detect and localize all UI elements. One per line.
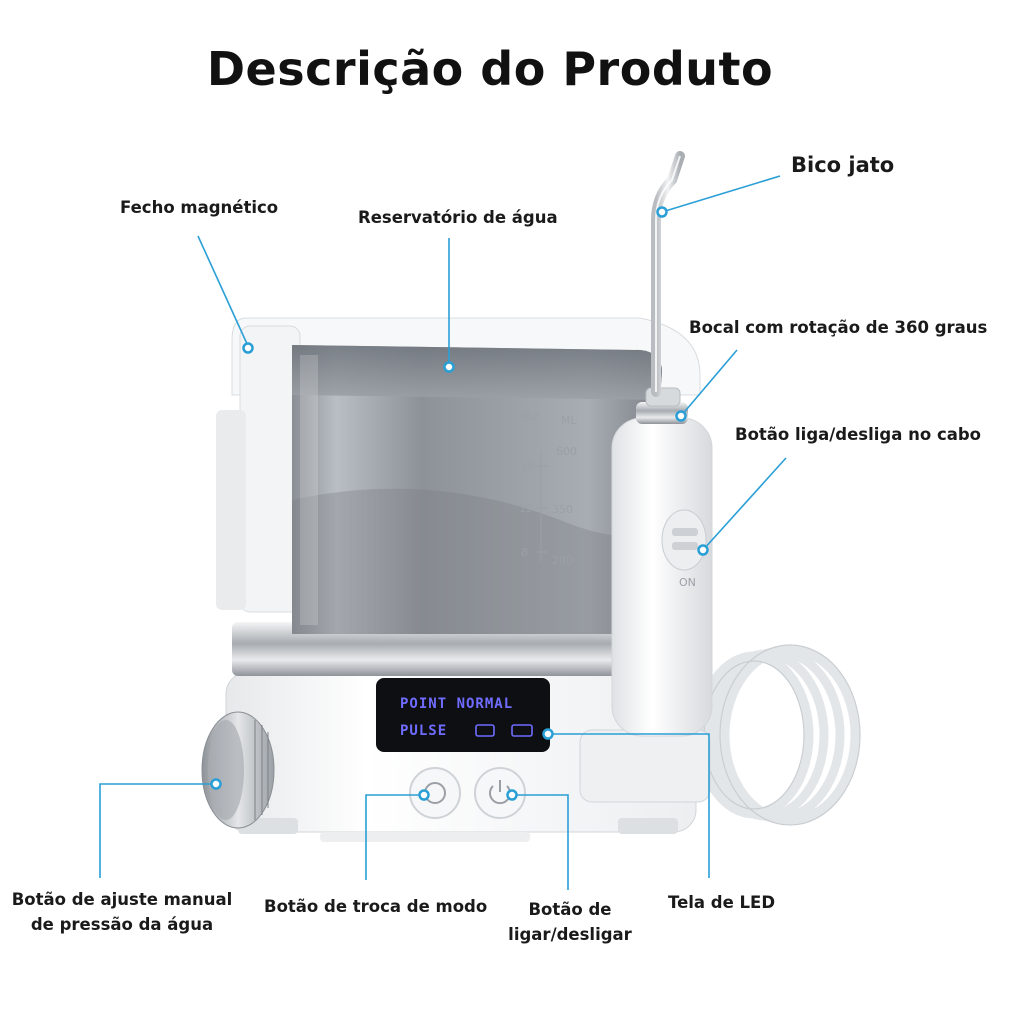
svg-text:ON: ON <box>679 576 696 589</box>
svg-text:600: 600 <box>556 445 577 458</box>
svg-text:PULSE: PULSE <box>400 723 447 739</box>
label-handle-power-button: Botão liga/desliga no cabo <box>735 425 982 444</box>
label-pressure-knob: Botão de ajuste manual de pressão da águ… <box>8 887 236 937</box>
label-power-button: Botão de ligar/desligar <box>500 897 640 947</box>
chrome-band <box>232 622 622 676</box>
svg-text:12: 12 <box>519 502 533 515</box>
label-power-button-line2: ligar/desligar <box>508 925 632 944</box>
svg-text:8: 8 <box>521 546 528 559</box>
handle: ON <box>611 387 713 737</box>
label-mode-button: Botão de troca de modo <box>264 897 488 916</box>
led-screen: POINT NORMAL PULSE <box>376 678 550 752</box>
label-pressure-knob-line2: de pressão da água <box>30 915 214 934</box>
label-magnetic-clasp: Fecho magnético <box>120 198 279 217</box>
label-led-screen: Tela de LED <box>668 893 776 912</box>
hose-coil <box>694 645 860 825</box>
callout-lines <box>99 175 787 890</box>
callout-dots <box>210 206 709 801</box>
svg-text:200: 200 <box>552 554 573 567</box>
label-pressure-knob-line1: Botão de ajuste manual <box>11 890 233 909</box>
handle-dock <box>579 729 711 803</box>
jet-tip <box>651 151 685 397</box>
water-reservoir <box>292 345 662 634</box>
measurement-scale: OZ ML 16 12 8 600 350 200 <box>519 410 577 567</box>
svg-text:POINT NORMAL: POINT NORMAL <box>400 696 513 712</box>
label-jet-nozzle: Bico jato <box>791 153 895 177</box>
label-water-reservoir: Reservatório de água <box>358 208 558 227</box>
svg-text:OZ: OZ <box>523 410 540 423</box>
label-rotating-nozzle: Bocal com rotação de 360 graus <box>689 318 988 337</box>
svg-text:350: 350 <box>552 503 573 516</box>
svg-text:16: 16 <box>521 460 535 473</box>
pressure-knob <box>201 711 275 829</box>
page-title: Descrição do Produto <box>206 42 774 96</box>
label-power-button-line1: Botão de <box>528 900 612 919</box>
power-button-graphic <box>474 767 526 819</box>
svg-text:ML: ML <box>561 414 577 427</box>
mode-button-graphic <box>409 767 461 819</box>
